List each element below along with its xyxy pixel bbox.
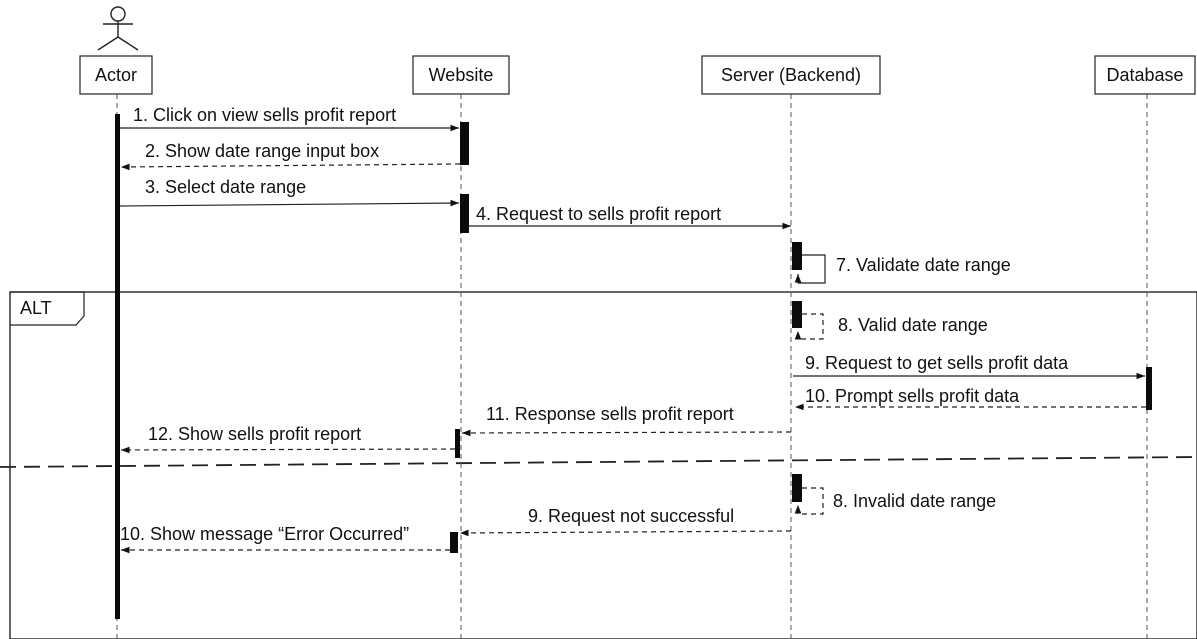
message-10-error: 10. Show message “Error Occurred” <box>120 524 450 554</box>
participant-server: Server (Backend) <box>701 55 881 95</box>
participant-server-label: Server (Backend) <box>721 65 861 85</box>
alt-fragment-tab <box>10 291 85 326</box>
participant-actor: Actor <box>79 55 153 95</box>
message-4-label: 4. Request to sells profit report <box>476 204 721 224</box>
activation-bar-server-invalid <box>792 474 802 502</box>
message-3-label: 3. Select date range <box>145 177 306 197</box>
participant-website: Website <box>412 55 510 95</box>
message-9-to-database: 9. Request to get sells profit data <box>793 353 1145 380</box>
activation-bar-website-3 <box>455 429 460 458</box>
alt-fragment: ALT <box>0 291 1197 639</box>
activation-bar-database <box>1146 367 1152 410</box>
message-4: 4. Request to sells profit report <box>469 204 791 230</box>
participant-actor-label: Actor <box>95 65 137 85</box>
alt-fragment-frame <box>9 291 1197 639</box>
message-10-error-label: 10. Show message “Error Occurred” <box>120 524 409 544</box>
messages: 1. Click on view sells profit report 2. … <box>119 105 1146 554</box>
message-8-valid-self: 8. Valid date range <box>794 313 988 340</box>
message-2-label: 2. Show date range input box <box>145 141 379 161</box>
participant-website-label: Website <box>429 65 494 85</box>
message-7-self: 7. Validate date range <box>794 254 1011 284</box>
message-11-label: 11. Response sells profit report <box>486 404 734 424</box>
message-8-valid-label: 8. Valid date range <box>838 315 988 335</box>
activation-bar-server-validate <box>792 242 802 270</box>
message-2: 2. Show date range input box <box>120 141 461 171</box>
alt-guard-separator <box>0 456 1197 468</box>
activation-bar-actor <box>115 114 120 619</box>
message-9-not-successful: 9. Request not successful <box>459 506 792 537</box>
message-12-show-report: 12. Show sells profit report <box>120 424 456 454</box>
activation-bar-website-1 <box>460 122 469 165</box>
message-9-alt-label: 9. Request not successful <box>528 506 734 526</box>
message-8-invalid-self: 8. Invalid date range <box>794 487 996 515</box>
message-12-label: 12. Show sells profit report <box>148 424 361 444</box>
message-9-label: 9. Request to get sells profit data <box>805 353 1069 373</box>
message-10-label: 10. Prompt sells profit data <box>805 386 1020 406</box>
message-7-label: 7. Validate date range <box>836 255 1011 275</box>
alt-operator-label: ALT <box>20 298 52 318</box>
activation-bar-server-valid <box>792 301 802 328</box>
message-10-from-database: 10. Prompt sells profit data <box>795 386 1146 411</box>
activation-bars <box>115 114 1152 619</box>
activation-bar-website-2 <box>460 194 469 233</box>
activation-bar-website-4 <box>450 532 458 553</box>
participant-database-label: Database <box>1106 65 1183 85</box>
message-1: 1. Click on view sells profit report <box>120 105 459 132</box>
message-1-label: 1. Click on view sells profit report <box>133 105 396 125</box>
message-3: 3. Select date range <box>119 177 460 207</box>
stick-figure-icon <box>97 6 139 51</box>
message-8-invalid-label: 8. Invalid date range <box>833 491 996 511</box>
participant-database: Database <box>1094 55 1196 95</box>
message-11-response: 11. Response sells profit report <box>461 404 792 437</box>
